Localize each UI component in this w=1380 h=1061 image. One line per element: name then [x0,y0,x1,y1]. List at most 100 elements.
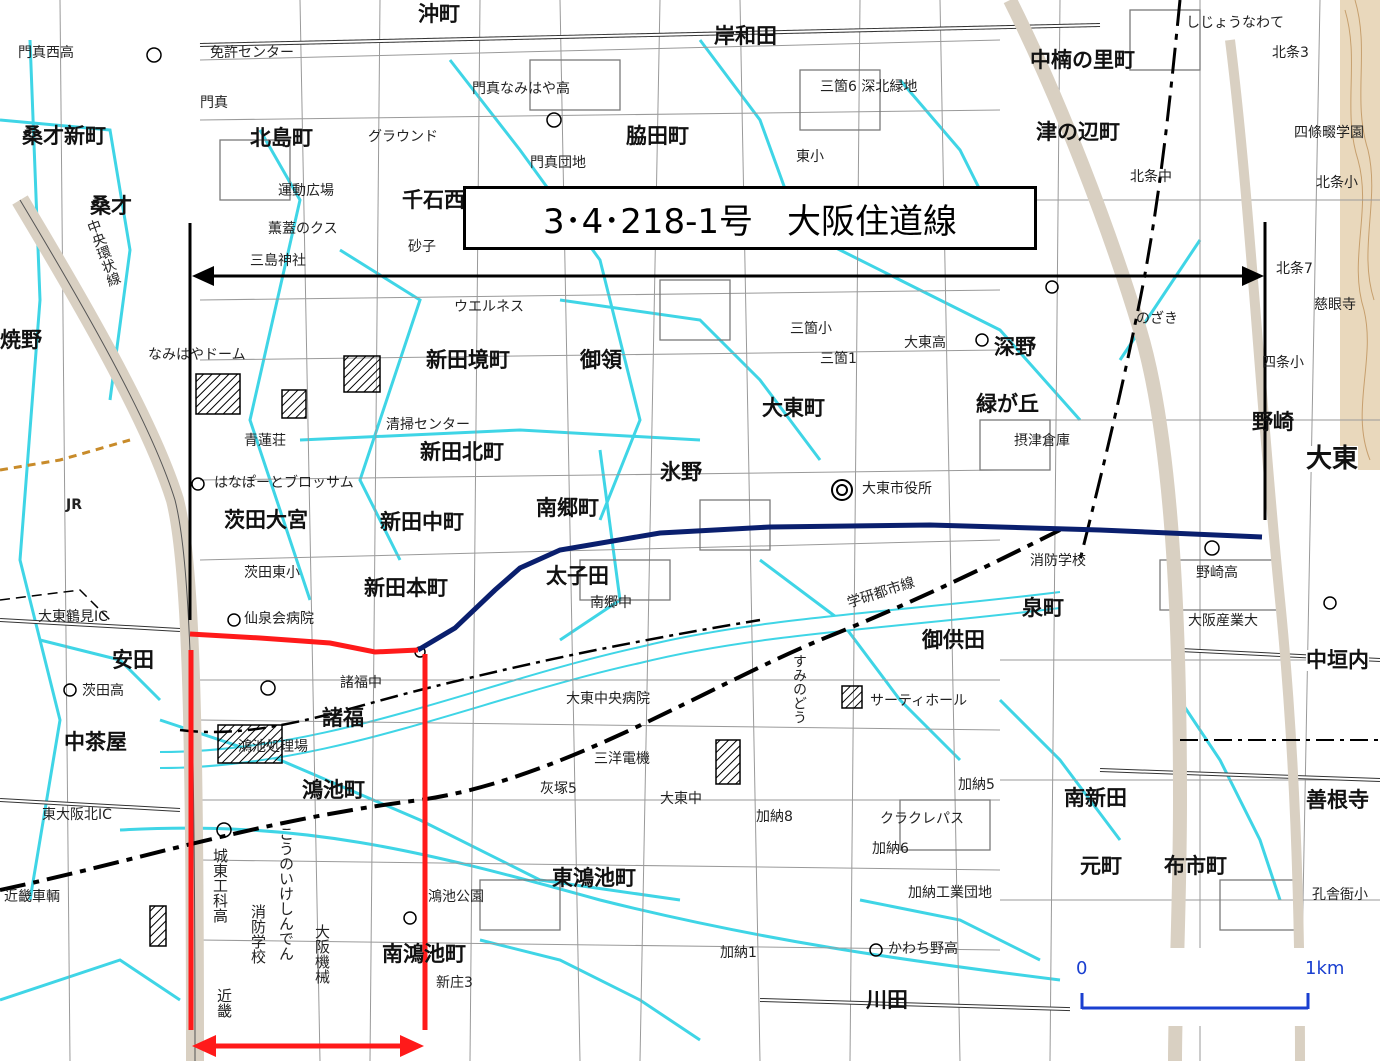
scale-bg [1070,948,1370,1026]
label-shijo-sho: 四条小 [1262,355,1304,371]
place-minami-shinden: 南新田 [1064,786,1127,810]
place-minami-konoike: 南鴻池町 [382,942,466,966]
place-kuwano: 焼野 [0,328,42,352]
river-bank-south [159,607,1061,769]
label-hanabo: はなぽーとブロッサム [214,475,354,491]
label-settsu: 摂津倉庫 [1014,433,1070,449]
label-namihaya-dome: なみはやドーム [148,347,246,363]
place-zenkonji: 善根寺 [1306,788,1369,812]
scale-zero-label: 0 [1076,958,1088,979]
place-wakita: 脇田町 [626,124,689,148]
label-seirenso: 青蓮荘 [244,433,286,449]
place-nozaki: 野崎 [1252,410,1294,434]
label-kadoma-namihaya: 門真なみはや高 [472,81,570,97]
label-konoike-shinden: こうのいけしんでん [277,826,295,961]
label-shori: 鴻池処理場 [238,739,308,755]
label-sumi: すみのどう [791,654,807,724]
place-kuwasai-shinmachi: 桑才新町 [22,124,106,148]
place-midorigaoka: 緑が丘 [976,392,1039,416]
place-nakakusunosato: 中楠の里町 [1030,48,1135,72]
place-daito-cho: 大東町 [762,396,825,420]
label-haizuka: 灰塚5 [540,781,577,797]
place-fukano: 深野 [994,335,1036,359]
place-konoike: 鴻池町 [302,778,365,802]
jr-line [1078,0,1182,561]
major-roads [0,23,1380,1012]
label-wellness: ウエルネス [454,299,524,315]
label-chuo-byoin: 大東中央病院 [566,691,650,707]
place-nakagaito: 中垣内 [1306,648,1369,672]
extent-markers [188,222,1267,620]
city-boundary [0,438,131,472]
red-section-top [189,631,419,655]
place-shinden-hon: 新田本町 [364,576,448,600]
label-kinki: 近畿 [215,988,233,1018]
label-kano5: 加納5 [958,777,995,793]
place-shinden-sakai: 新田境町 [426,348,510,372]
label-sanka-sho: 三箇小 [790,321,832,337]
span-arrow-left-head [192,266,214,286]
label-shinjo: 新庄3 [436,975,473,991]
label-kano1: 加納1 [720,945,757,961]
place-motomachi: 元町 [1080,854,1122,878]
label-nozaki-ko: 野崎高 [1196,565,1238,581]
place-nunoichi: 布市町 [1164,854,1227,878]
place-tsunobe: 津の辺町 [1036,120,1120,144]
place-chitose: 千石西 [402,188,465,212]
label-kadoma-nishi: 門真西高 [18,45,74,61]
red-span-arrow-left-head [192,1035,216,1057]
place-nango: 南郷町 [536,496,599,520]
label-kitajo-sho: 北条小 [1316,175,1358,191]
label-sanka-fukakita: 三箇6 深北緑地 [820,79,918,95]
label-kuraku: クラクレパス [880,811,964,827]
red-section [188,631,428,1049]
river-bank-north [159,591,1061,753]
east-highway [1003,0,1188,1061]
scale-bar [1080,993,1310,1010]
place-kishiwada: 岸和田 [714,24,777,48]
label-seiso: 清掃センター [386,417,470,433]
label-menkyo: 免許センター [210,45,294,61]
city-hall-inner-icon [836,484,848,496]
label-shako: 近畿車輌 [4,889,60,905]
label-higashi-sho: 東小 [796,149,824,165]
label-kosho: 孔舎衙小 [1312,887,1368,903]
contour-lines [1344,0,1375,461]
label-sangyo-dai: 大阪産業大 [1188,613,1258,629]
label-osaka-kikai: 大阪機械 [313,924,331,984]
label-nozaki-h: のざき [1136,311,1178,327]
place-ibarata-omiya: 茨田大宮 [224,508,308,532]
label-jigen: 慈眼寺 [1314,297,1356,313]
place-kuwasai: 桑才 [90,194,132,218]
label-ibarata-higashi: 茨田東小 [244,565,300,581]
label-morofuku-chu: 諸福中 [340,675,382,691]
river-lower [119,826,1061,982]
label-tsurumi-ic: 大東鶴見IC [38,609,108,625]
red-span-arrow-right-head [400,1035,424,1057]
label-kano8: 加納8 [756,809,793,825]
place-hino: 氷野 [660,460,702,484]
label-mishima: 三島神社 [250,253,306,269]
poi-symbols [63,47,1337,957]
place-oki: 沖町 [418,2,460,26]
label-sanyo: 三洋電機 [594,751,650,767]
span-arrow-right-head [1242,266,1264,286]
label-ibarata-ko: 茨田高 [82,683,124,699]
label-kitajo3: 北条3 [1272,45,1309,61]
label-kitajo-chu: 北条中 [1130,169,1172,185]
label-daito-ko: 大東高 [904,335,946,351]
scale-1km-label: 1km [1305,958,1345,979]
label-kano-kogyo: 加納工業団地 [908,885,992,901]
label-shijo-gakuen: 四條畷学園 [1294,125,1364,141]
place-kitajima: 北島町 [250,126,313,150]
label-ground: グラウンド [368,129,438,145]
label-kitajo7: 北条7 [1276,261,1313,277]
place-yasuda: 安田 [112,648,154,672]
label-kadoma-danchi: 門真団地 [530,155,586,171]
label-konoike-koen: 鴻池公園 [428,889,484,905]
place-kawata: 川田 [866,988,908,1012]
route-osaka-suminodo [416,522,1263,653]
label-nango-chu: 南郷中 [590,595,632,611]
label-kadoma: 門真 [200,95,228,111]
